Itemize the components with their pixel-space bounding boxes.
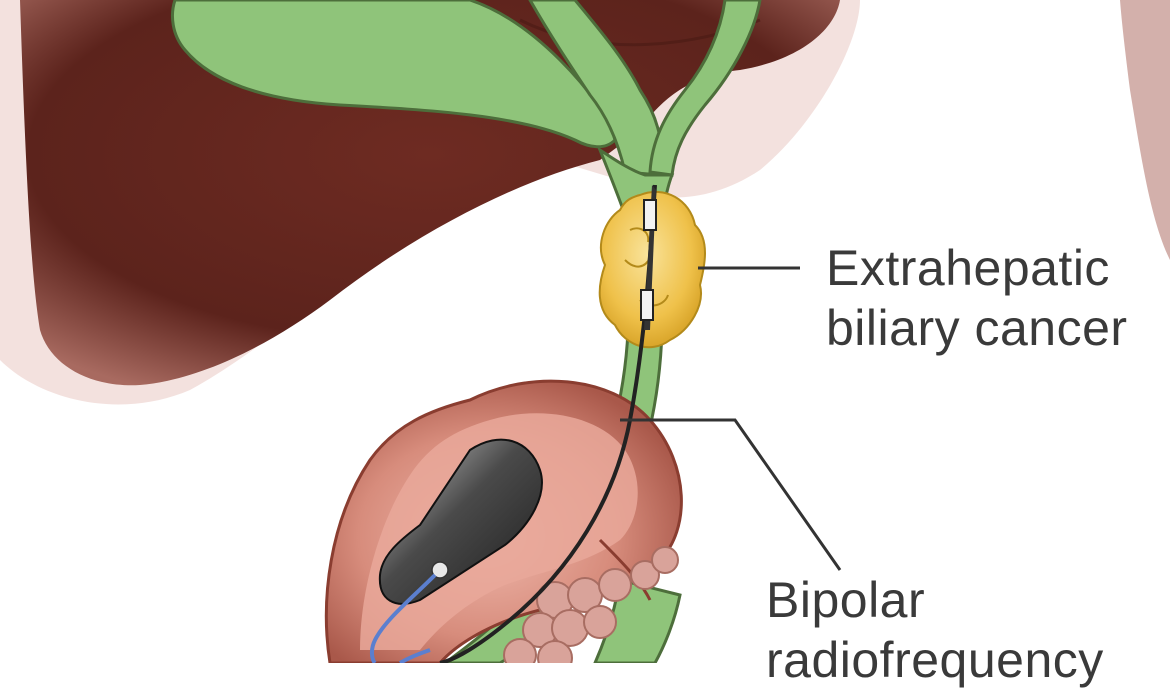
guidewire-2 bbox=[398, 648, 431, 663]
endoscope-lens bbox=[431, 561, 449, 579]
label-extrahepatic-biliary-cancer: Extrahepatic biliary cancer bbox=[826, 238, 1128, 358]
label-bipolar-radiofrequency: Bipolar radiofrequency bbox=[766, 570, 1104, 690]
endoscope bbox=[378, 438, 543, 605]
gallbladder bbox=[171, 0, 617, 149]
liver-right-edge bbox=[1120, 0, 1170, 260]
label-device-line-1: Bipolar bbox=[766, 572, 926, 628]
leader-line-device bbox=[620, 418, 842, 571]
catheter bbox=[370, 184, 657, 663]
electrode-1 bbox=[643, 199, 657, 231]
label-tumor-line-2: biliary cancer bbox=[826, 300, 1128, 356]
guidewire bbox=[370, 573, 437, 663]
pancreas bbox=[503, 546, 679, 663]
duodenum-fold bbox=[598, 538, 652, 601]
endoscope-tip bbox=[378, 438, 543, 605]
label-tumor-line-1: Extrahepatic bbox=[826, 240, 1110, 296]
leader-lines bbox=[620, 266, 842, 571]
label-device-line-2: radiofrequency bbox=[766, 632, 1104, 688]
electrode-2 bbox=[640, 289, 654, 321]
anatomy-illustration bbox=[0, 0, 1170, 663]
